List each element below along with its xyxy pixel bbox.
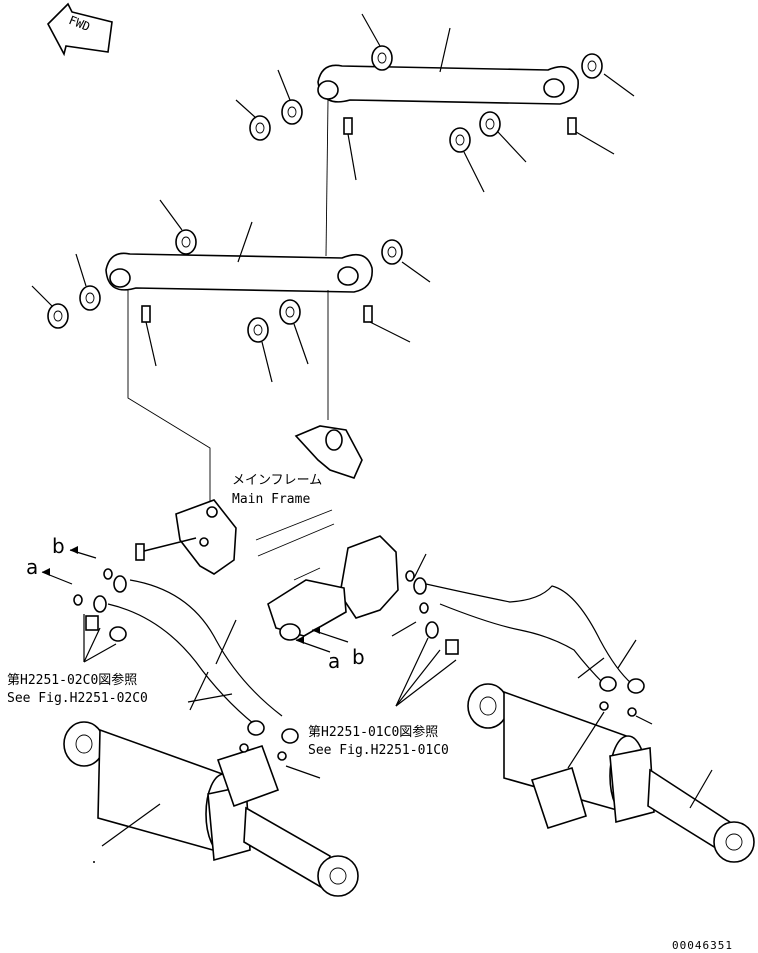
label-b-left: b	[52, 534, 65, 558]
ref-left-label-jp: 第H2251-02C0図参照	[7, 673, 138, 688]
right-lift-cylinder	[467, 683, 755, 863]
assembly-guide-lines	[127, 99, 335, 557]
lower-link-arm	[105, 221, 373, 293]
ref-right-label-en: See Fig.H2251-01C0	[308, 743, 449, 758]
label-a-right: a	[328, 649, 341, 673]
upper-bushings	[235, 13, 635, 193]
speck	[93, 861, 95, 863]
left-hydraulic-hose	[73, 568, 299, 744]
main-frame-label-en: Main Frame	[232, 492, 311, 507]
left-pin-bracket	[135, 499, 237, 575]
fwd-arrow	[47, 2, 113, 57]
a-b-arrows	[41, 546, 349, 653]
ref-left-label-en: See Fig.H2251-02C0	[7, 691, 148, 706]
reference-leaders	[83, 614, 457, 707]
ref-right-label-jp: 第H2251-01C0図参照	[308, 725, 439, 740]
main-frame-bracket	[294, 425, 363, 479]
upper-link-arm	[317, 27, 579, 105]
lower-bushings	[31, 199, 431, 383]
figure-number: 00046351	[672, 939, 733, 952]
left-lift-cylinder	[63, 693, 359, 897]
control-valve-bracket	[267, 535, 399, 641]
right-hydraulic-hose	[391, 553, 645, 694]
main-frame-label-jp: メインフレーム	[232, 473, 323, 488]
label-a-left: a	[26, 555, 39, 579]
label-b-right: b	[352, 645, 365, 669]
